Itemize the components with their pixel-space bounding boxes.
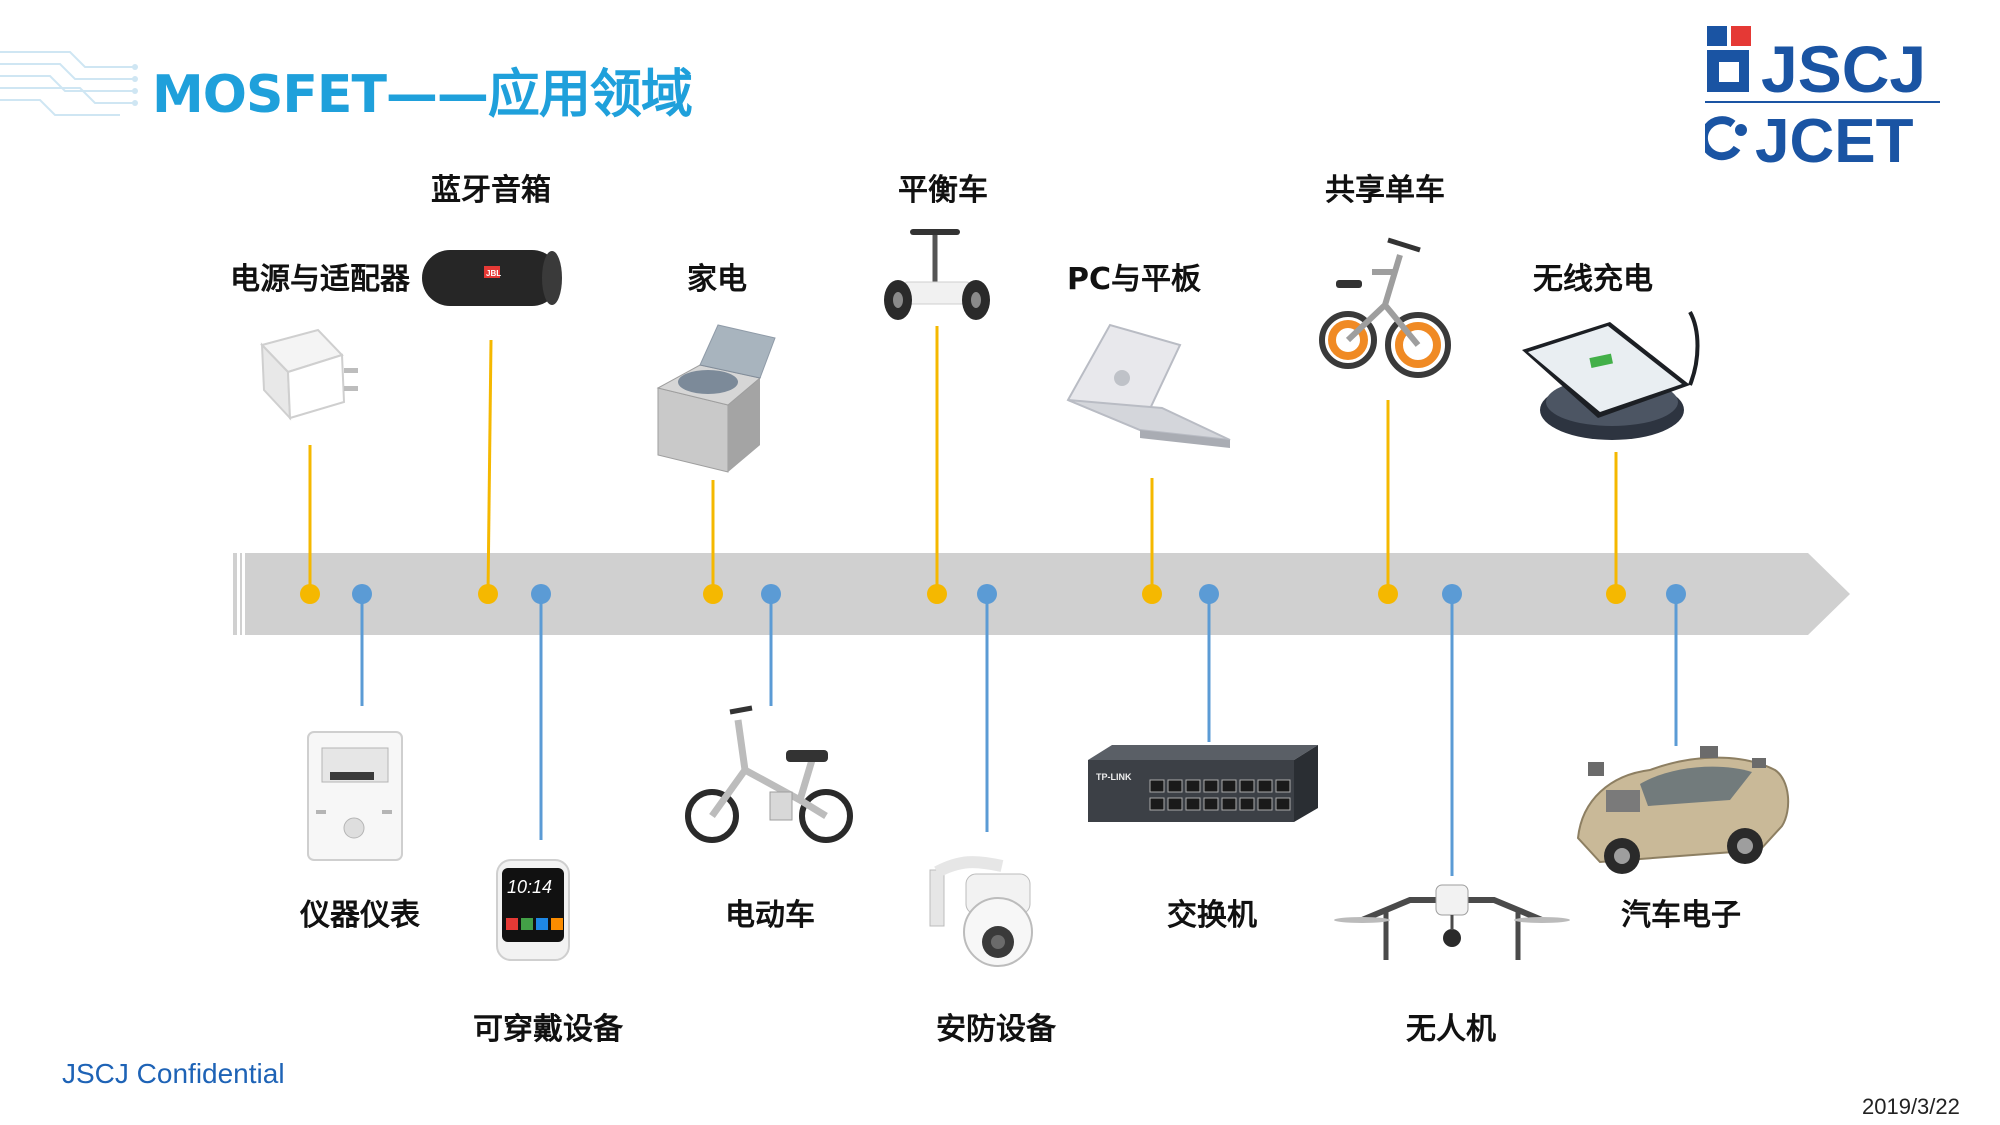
e-bike-icon [685, 705, 853, 843]
label-balance-scooter: 平衡车 [898, 173, 988, 208]
timeline-dot-upper [1378, 584, 1398, 604]
timeline-dot-lower [1199, 584, 1219, 604]
timeline-dot-upper [1142, 584, 1162, 604]
timeline-dot-lower [1666, 584, 1686, 604]
timeline-dot-lower [761, 584, 781, 604]
label-home-appliance: 家电 [687, 262, 747, 297]
timeline-dot-lower [531, 584, 551, 604]
jscj-jcet-logo: JSCJ JCET [1705, 26, 1940, 172]
timeline-dot-upper [927, 584, 947, 604]
laptop-icon [1066, 323, 1231, 448]
label-wearables: 可穿戴设备 [473, 1012, 623, 1047]
label-pc-tablet: PC与平板 [1066, 262, 1202, 297]
timeline-dot-lower [1442, 584, 1462, 604]
label-instruments: 仪器仪表 [300, 898, 420, 933]
switch-brand: TP-LINK [1096, 772, 1132, 782]
label-shared-bike: 共享单车 [1325, 173, 1445, 208]
drone-icon [1334, 884, 1570, 960]
speaker-brand: JBL [486, 269, 501, 278]
label-security: 安防设备 [936, 1012, 1056, 1047]
security-camera-icon [929, 856, 1033, 967]
logo-text-jscj: JSCJ [1761, 32, 1926, 106]
shared-bike-icon [1319, 237, 1451, 378]
slide-title: MOSFET——应用领域 [152, 65, 693, 125]
label-network-switch: 交换机 [1167, 898, 1257, 933]
network-switch-icon: TP-LINK [1088, 745, 1318, 822]
timeline-dot-upper [300, 584, 320, 604]
washing-machine-icon [656, 324, 776, 473]
power-adapter-icon [260, 328, 358, 421]
timeline-arrow [233, 553, 1850, 635]
label-power-adapter: 电源与适配器 [230, 262, 410, 297]
label-wireless-charging: 无线充电 [1533, 262, 1653, 297]
timeline-dot-upper [1606, 584, 1626, 604]
balance-scooter-icon [884, 229, 990, 320]
timeline-dot-upper [703, 584, 723, 604]
footer-date: 2019/3/22 [1862, 1094, 1960, 1119]
circuit-decoration [0, 51, 138, 116]
wireless-charger-icon [1522, 311, 1700, 440]
timeline-dot-lower [352, 584, 372, 604]
timeline-dot-lower [977, 584, 997, 604]
electric-meter-icon [307, 731, 403, 861]
footer-confidential: JSCJ Confidential [62, 1058, 285, 1089]
car-electronics-icon [1576, 746, 1790, 874]
label-drone: 无人机 [1406, 1012, 1496, 1047]
watch-time: 10:14 [507, 877, 552, 897]
logo-text-jcet: JCET [1755, 107, 1914, 172]
label-car-electronics: 汽车电子 [1621, 898, 1741, 933]
timeline-dot-upper [478, 584, 498, 604]
label-bluetooth-speaker: 蓝牙音箱 [431, 173, 551, 208]
bluetooth-speaker-icon: JBL [422, 250, 562, 306]
label-e-bike: 电动车 [725, 898, 815, 933]
smartwatch-icon: 10:14 [496, 859, 570, 961]
